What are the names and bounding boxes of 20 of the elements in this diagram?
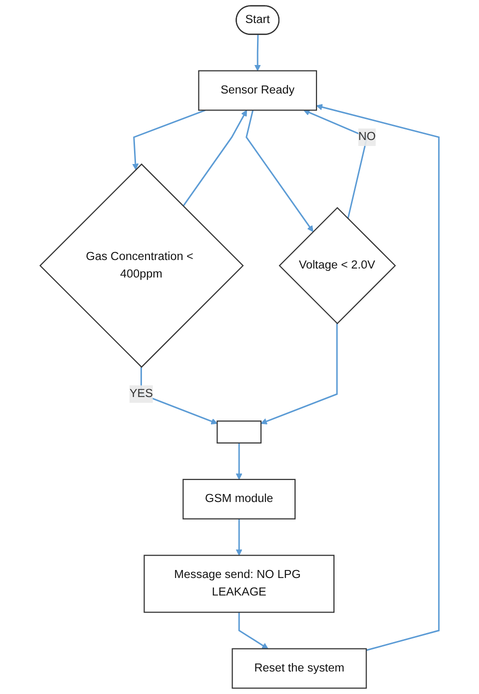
edge-label: NO <box>358 130 376 144</box>
arrow <box>238 612 268 650</box>
arrow <box>236 442 242 480</box>
arrow <box>182 110 247 207</box>
node-box: Message send: NO LPG LEAKAGE <box>144 554 334 613</box>
arrow <box>260 323 338 424</box>
arrow <box>303 110 368 219</box>
node-box: GSM module <box>182 478 296 520</box>
node-box: Sensor Ready <box>198 70 318 111</box>
arrow <box>246 110 314 232</box>
node-box: Reset the system <box>232 648 367 689</box>
arrow <box>140 367 218 424</box>
arrow <box>236 518 242 556</box>
node-box <box>216 420 262 444</box>
node-diamond: Voltage < 2.0V <box>278 207 396 324</box>
arrow <box>316 104 440 651</box>
arrow <box>254 34 261 72</box>
node-diamond: Gas Concentration < 400ppm <box>39 163 244 368</box>
edge-label: YES <box>130 388 153 400</box>
arrow <box>132 110 206 170</box>
